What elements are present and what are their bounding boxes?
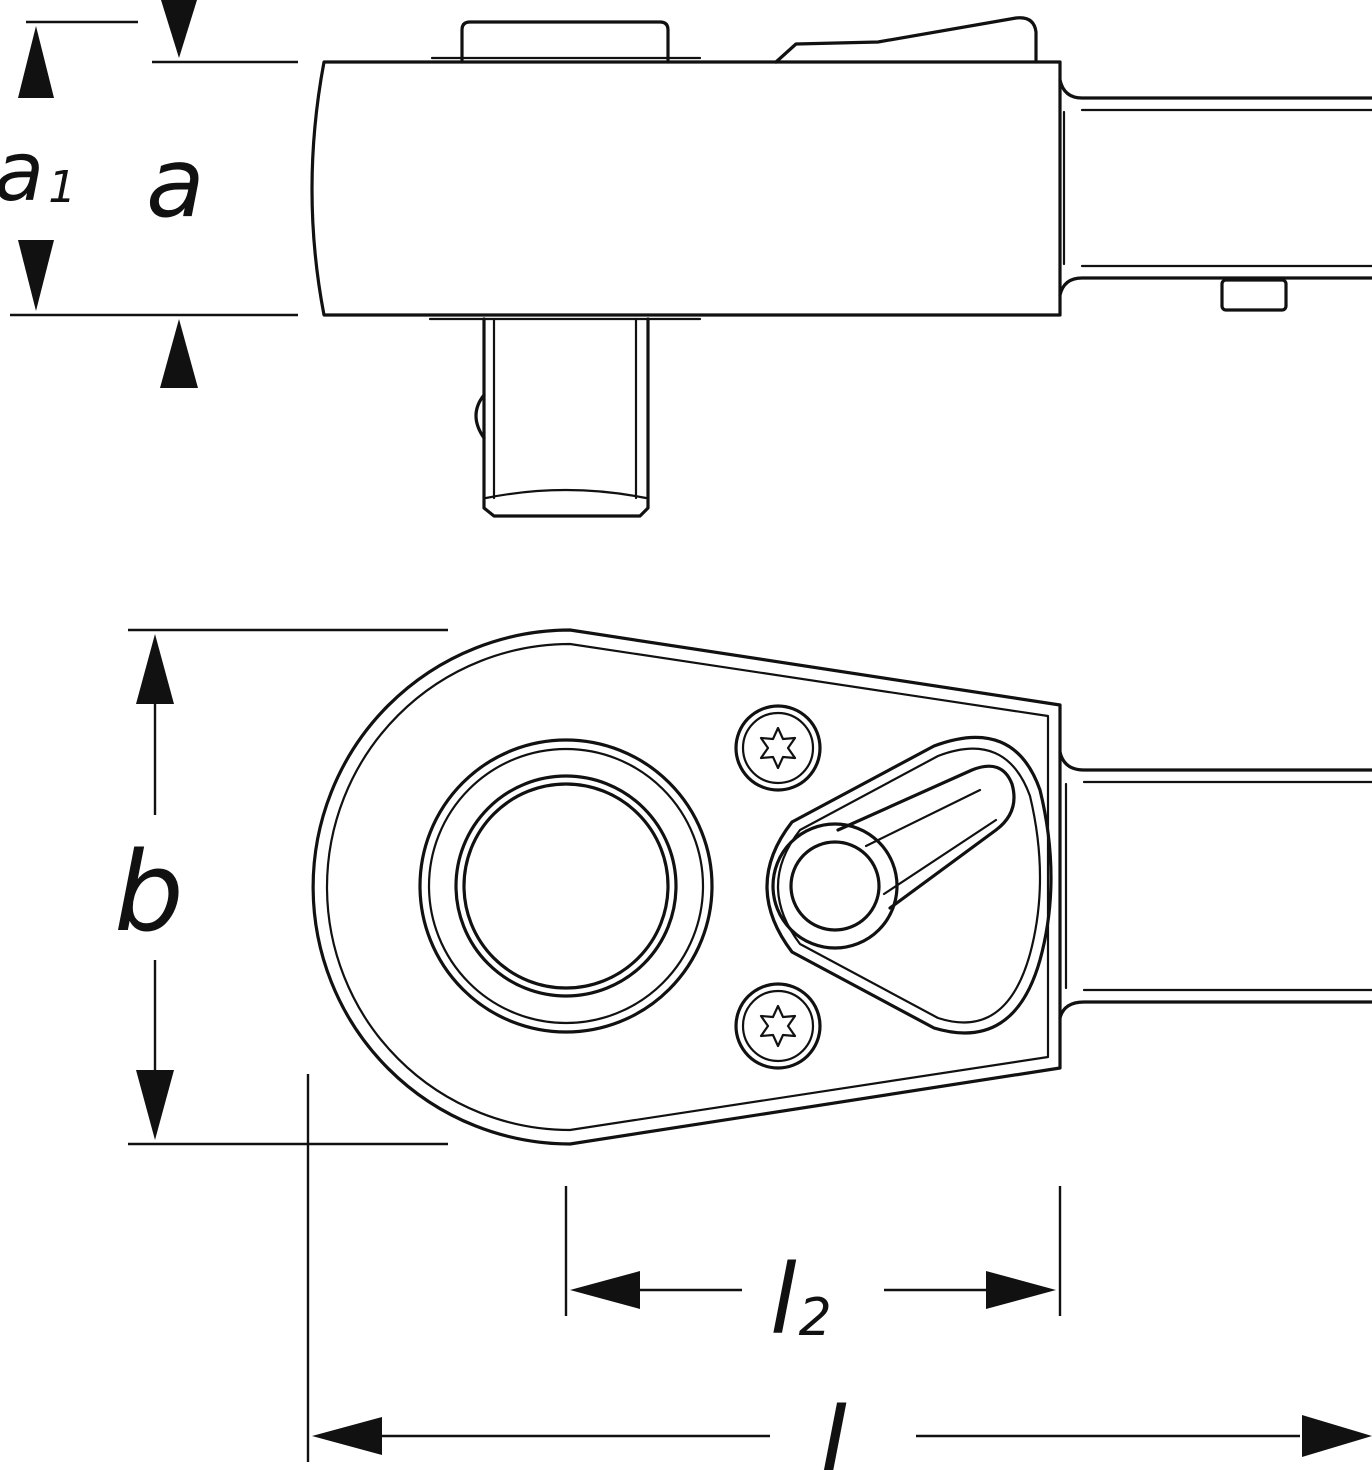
dimension-a-and-a1 xyxy=(10,0,298,388)
dimension-l xyxy=(306,1074,1372,1462)
torx-screw-top xyxy=(734,704,822,792)
label-a1: a1 xyxy=(0,125,76,220)
reverse-plate xyxy=(765,735,1053,1035)
reverse-lever-knob xyxy=(771,822,899,950)
top-head-inner-outline xyxy=(325,642,1050,1132)
side-top-knob xyxy=(460,20,670,64)
label-b: b xyxy=(114,828,184,956)
side-top-lever xyxy=(774,16,1038,64)
label-l: l xyxy=(818,1385,847,1470)
drive-inner-ring xyxy=(462,782,670,990)
top-shaft xyxy=(1058,750,1372,772)
torx-screw-bottom xyxy=(734,982,822,1070)
top-head-outline xyxy=(311,628,1062,1146)
side-detent xyxy=(1220,278,1288,312)
label-l2: l2 xyxy=(770,1244,832,1356)
dimension-b xyxy=(128,628,448,1146)
top-view xyxy=(311,628,1372,1146)
reverse-lever xyxy=(836,764,1016,910)
side-ball-detent xyxy=(474,393,486,440)
side-drive-square xyxy=(482,317,650,518)
drive-mid-ring xyxy=(454,774,678,998)
label-a: a xyxy=(146,127,205,239)
drive-outer-ring xyxy=(418,738,714,1034)
side-view xyxy=(310,16,1372,518)
dimension-l2 xyxy=(564,1186,1062,1316)
side-shaft xyxy=(1058,78,1372,100)
side-head-body xyxy=(310,60,1062,317)
